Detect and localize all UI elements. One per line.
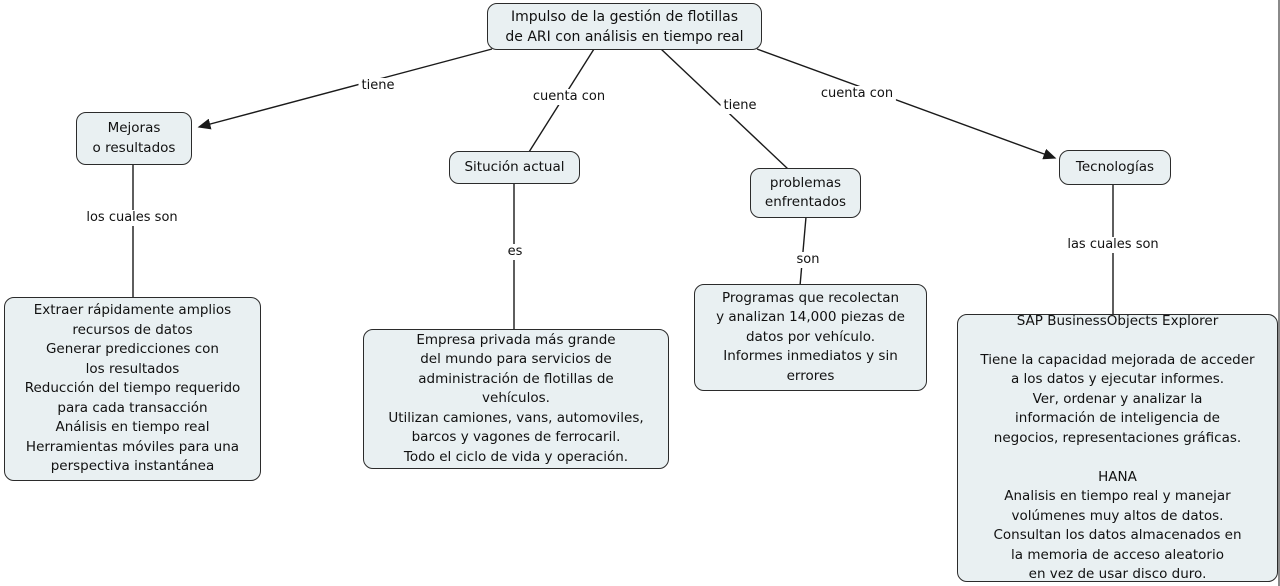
canvas-right-border <box>1278 0 1280 586</box>
connector-root-tecnologias <box>756 48 1057 160</box>
node-situacion[interactable]: Situción actual <box>449 151 580 184</box>
edge-label-cuenta-con-situacion[interactable]: cuenta con <box>529 89 609 105</box>
edge-label-tiene-mejoras[interactable]: tiene <box>358 78 398 94</box>
node-problemas-detail[interactable]: Programas que recolectan y analizan 14,0… <box>694 284 927 391</box>
node-tecnologias[interactable]: Tecnologías <box>1059 150 1171 185</box>
edge-label-cuenta-con-tecnologias[interactable]: cuenta con <box>817 86 897 102</box>
node-mejoras[interactable]: Mejoras o resultados <box>76 112 192 165</box>
edge-label-es[interactable]: es <box>504 244 526 260</box>
node-problemas[interactable]: problemas enfrentados <box>750 168 861 218</box>
edge-label-tiene-problemas[interactable]: tiene <box>720 98 760 114</box>
node-root[interactable]: Impulso de la gestión de flotillas de AR… <box>487 3 762 50</box>
node-tecnologias-detail[interactable]: SAP BusinessObjects Explorer Tiene la ca… <box>957 313 1278 582</box>
edge-label-las-cuales-son[interactable]: las cuales son <box>1064 237 1162 253</box>
edge-label-son[interactable]: son <box>793 252 823 268</box>
node-situacion-detail[interactable]: Empresa privada más grande del mundo par… <box>363 329 669 469</box>
node-mejoras-detail[interactable]: Extraer rápidamente amplios recursos de … <box>4 297 261 481</box>
edge-label-los-cuales-son[interactable]: los cuales son <box>83 210 181 226</box>
connector-problemas-detail <box>799 216 807 287</box>
connector-root-mejoras <box>197 48 493 130</box>
